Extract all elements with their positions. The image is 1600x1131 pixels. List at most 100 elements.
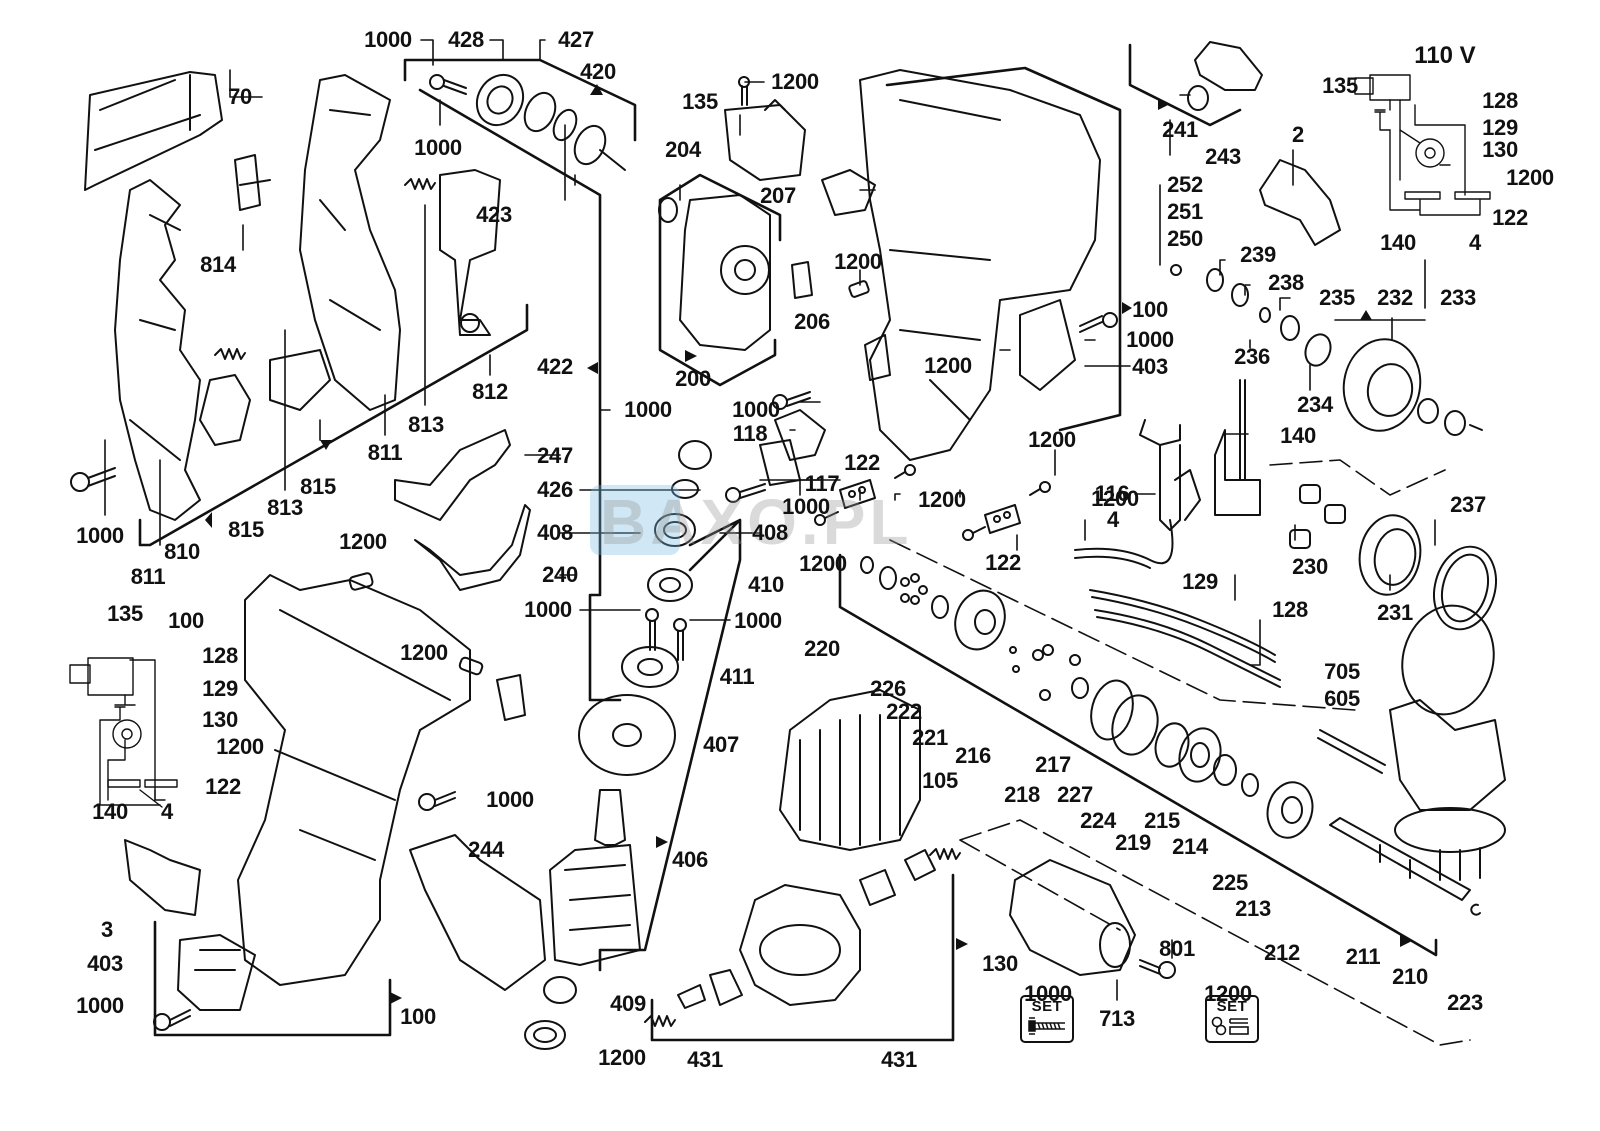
part-label: 1000 <box>1024 981 1072 1006</box>
bracket-100-right <box>885 66 1122 432</box>
part-1200-pin <box>848 280 870 298</box>
part-label: 240 <box>542 562 578 587</box>
part-216-clutch <box>954 589 1006 651</box>
part-811-handle-half-left <box>114 179 201 521</box>
part-label: 1000 <box>1126 327 1174 352</box>
part-label: 219 <box>1115 830 1151 855</box>
watermark-text: BAXO.PL <box>600 486 913 558</box>
part-122-terminal-2 <box>984 504 1021 534</box>
part-label: 105 <box>922 768 958 793</box>
marker-100-bottom <box>390 992 402 1004</box>
part-237-spring-washer <box>1433 545 1497 631</box>
part-label: 1200 <box>924 353 972 378</box>
marker-241 <box>1158 98 1170 110</box>
part-label: 811 <box>367 440 403 465</box>
marker-200 <box>685 350 697 362</box>
marker-815 <box>320 440 332 450</box>
part-815-latch <box>199 349 331 446</box>
part-204-bushing <box>658 197 678 223</box>
part-label: 129 <box>1482 115 1518 140</box>
wiring-schematic-left <box>69 657 178 808</box>
part-label: 605 <box>1324 686 1360 711</box>
part-label: 4 <box>1469 230 1481 255</box>
part-label: 252 <box>1167 172 1203 197</box>
part-label: 128 <box>1272 597 1308 622</box>
part-label: 230 <box>1292 554 1328 579</box>
part-label: 129 <box>202 676 238 701</box>
part-411-flange <box>621 646 679 688</box>
part-label: 224 <box>1080 808 1116 833</box>
part-423-bearing <box>552 108 578 142</box>
part-label: 408 <box>752 520 788 545</box>
part-label: 129 <box>1182 569 1218 594</box>
part-label: 3 <box>101 917 113 942</box>
part-420-pinion <box>573 124 626 171</box>
part-1200-cap <box>524 1020 566 1050</box>
part-label: 118 <box>732 421 768 446</box>
part-label: 427 <box>558 27 594 52</box>
marker-422 <box>587 362 598 374</box>
dashed-outline-drive <box>889 539 1356 711</box>
part-222-balls <box>900 573 928 605</box>
part-label: 117 <box>804 471 840 496</box>
part-1000-screw-117 <box>725 483 766 503</box>
part-2-label-sheet <box>1259 159 1341 246</box>
part-label: 238 <box>1268 270 1304 295</box>
part-243-circlip <box>1187 85 1209 111</box>
part-label: 218 <box>1004 782 1040 807</box>
part-label: 705 <box>1324 659 1360 684</box>
part-label: 220 <box>804 636 840 661</box>
part-811-handle-half-right <box>299 74 401 411</box>
bracket-810 <box>138 303 529 547</box>
part-label: 200 <box>675 366 711 391</box>
part-812-trigger <box>439 169 501 336</box>
part-label: 232 <box>1377 285 1413 310</box>
part-813-spring-lower <box>214 348 246 360</box>
bracket-210 <box>838 553 1438 957</box>
part-236-bushing <box>1259 307 1271 323</box>
part-label: 1200 <box>918 487 966 512</box>
part-label: 212 <box>1264 940 1300 965</box>
part-240-clamp <box>414 504 531 591</box>
part-label: 812 <box>472 379 508 404</box>
part-label: 243 <box>1205 144 1241 169</box>
part-label: 130 <box>982 951 1018 976</box>
part-label: 814 <box>200 252 236 277</box>
part-1200-screw-b <box>894 464 916 479</box>
part-label: 210 <box>1392 964 1428 989</box>
part-403-nameplate-lower <box>177 934 256 1011</box>
part-426-washer <box>671 479 699 499</box>
part-label: 204 <box>665 137 701 162</box>
part-label: 135 <box>1322 73 1358 98</box>
part-118-brush-holder <box>774 409 826 461</box>
part-128-wire <box>1094 609 1281 688</box>
part-label: 135 <box>107 601 143 626</box>
part-label: 211 <box>1345 944 1381 969</box>
part-label: 100 <box>400 1004 436 1029</box>
part-213-circlip <box>1241 773 1259 797</box>
part-label: 140 <box>1380 230 1416 255</box>
part-label: 244 <box>468 837 504 862</box>
wiring-schematic-110v <box>1354 74 1491 216</box>
part-label: 70 <box>228 84 252 109</box>
part-801-screw <box>1139 959 1176 979</box>
part-label: 1000 <box>414 135 462 160</box>
part-212-bearing <box>1266 781 1314 839</box>
part-label: 235 <box>1319 285 1355 310</box>
part-4-power-cord <box>1074 519 1174 569</box>
part-label: 1200 <box>1091 486 1139 511</box>
part-label: 420 <box>580 59 616 84</box>
marker-100-top <box>1122 302 1132 314</box>
part-1000-screw-410a <box>645 608 659 651</box>
part-label: 1200 <box>598 1045 646 1070</box>
part-label: 250 <box>1167 226 1203 251</box>
part-1000-screw-nameplate <box>153 1009 191 1031</box>
part-244-battery-cover <box>409 834 546 991</box>
part-label: 801 <box>1159 936 1195 961</box>
part-label: 116 <box>1094 481 1130 506</box>
part-label: 122 <box>844 450 880 475</box>
part-label: 409 <box>610 991 646 1016</box>
marker-210 <box>1400 935 1412 947</box>
part-407-bevel-gear <box>578 694 676 776</box>
